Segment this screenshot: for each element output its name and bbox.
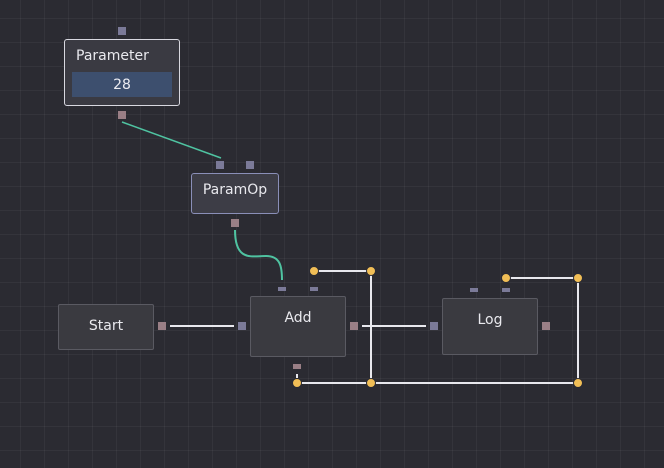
paramop-node-title: ParamOp [202, 182, 268, 198]
wire-paramop-to-add[interactable] [234, 229, 283, 281]
parameter-output-port[interactable] [118, 111, 126, 119]
paramop-node[interactable]: ParamOp [191, 173, 279, 214]
log-input-port-a[interactable] [470, 288, 478, 292]
parameter-input-port[interactable] [118, 27, 126, 35]
parameter-node[interactable]: Parameter [64, 39, 180, 106]
reroute-handle[interactable] [501, 273, 511, 283]
start-node[interactable]: Start [58, 304, 154, 350]
start-node-title: Start [88, 318, 124, 334]
paramop-input-port-1[interactable] [216, 161, 224, 169]
add-node[interactable]: Add [250, 296, 346, 357]
add-node-title: Add [284, 310, 312, 326]
paramop-output-port[interactable] [231, 219, 239, 227]
wire-loop-log[interactable] [297, 277, 579, 384]
add-flow-input-port[interactable] [238, 322, 246, 330]
reroute-handle[interactable] [366, 266, 376, 276]
reroute-handle[interactable] [309, 266, 319, 276]
add-flow-output-port[interactable] [350, 322, 358, 330]
log-flow-output-port[interactable] [542, 322, 550, 330]
parameter-value-field[interactable] [72, 72, 172, 97]
wire-parameter-to-paramop[interactable] [121, 121, 222, 159]
add-value-output-port[interactable] [293, 364, 301, 369]
reroute-handle[interactable] [573, 378, 583, 388]
reroute-handle[interactable] [573, 273, 583, 283]
paramop-input-port-2[interactable] [246, 161, 254, 169]
add-input-port-a[interactable] [278, 287, 286, 291]
log-node-title: Log [477, 312, 503, 328]
start-output-port[interactable] [158, 322, 166, 330]
log-node[interactable]: Log [442, 298, 538, 355]
parameter-node-title: Parameter [76, 48, 149, 64]
reroute-handle[interactable] [366, 378, 376, 388]
log-flow-input-port[interactable] [430, 322, 438, 330]
reroute-handle[interactable] [292, 378, 302, 388]
log-input-port-b[interactable] [502, 288, 510, 292]
add-input-port-b[interactable] [310, 287, 318, 291]
